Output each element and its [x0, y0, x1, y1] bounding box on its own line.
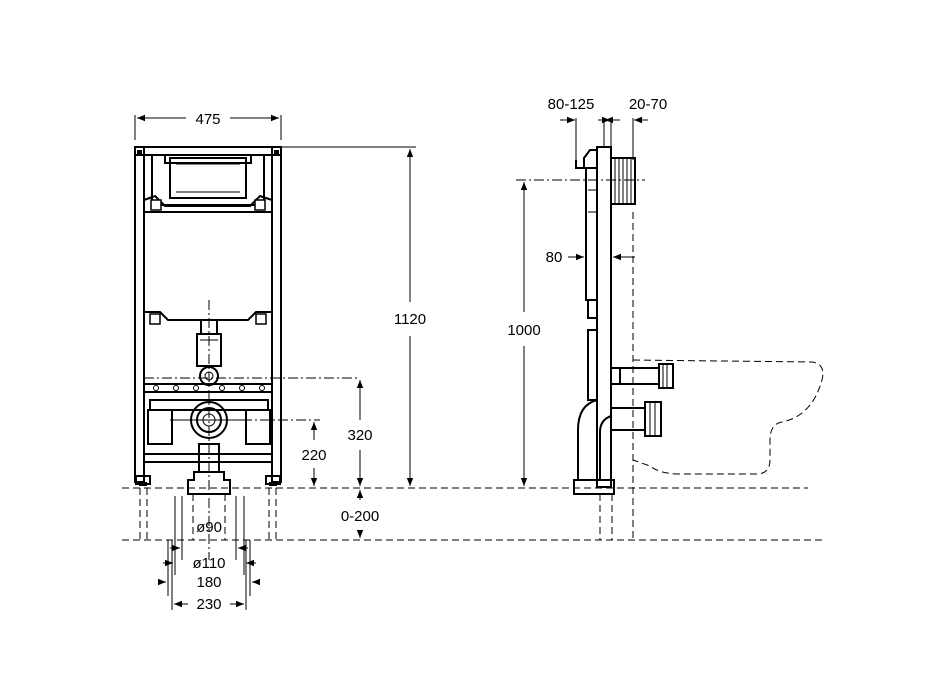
- front-view-frame: [134, 146, 282, 540]
- dimension-labels: 475 1120 320 220 0-200 ø90 ø110 180 230 …: [192, 96, 667, 613]
- front-view-dimension-lines: [137, 114, 414, 608]
- dim-width-230: 230: [196, 596, 221, 613]
- side-view-dimension-lines: [520, 116, 648, 486]
- dim-wall-20-70: 20-70: [629, 96, 667, 113]
- side-view-wall-and-pan: [632, 212, 824, 540]
- side-view-centrelines: [516, 118, 645, 181]
- dim-frame-width: 475: [195, 111, 220, 128]
- side-view-frame: [573, 146, 674, 540]
- dim-frame-height: 1120: [394, 311, 426, 328]
- dim-depth-80-125: 80-125: [548, 96, 595, 113]
- dim-floor-adjust: 0-200: [341, 508, 379, 525]
- front-view-centrelines: [134, 115, 416, 610]
- dim-diam-110: ø110: [192, 555, 225, 572]
- dim-inlet-height: 320: [347, 427, 372, 444]
- dim-width-180: 180: [196, 574, 221, 591]
- floor-lines: [122, 487, 826, 541]
- dim-cistern-depth: 80: [546, 249, 563, 266]
- dim-diam-90: ø90: [196, 519, 222, 536]
- dim-side-height: 1000: [507, 322, 540, 339]
- dim-outlet-height: 220: [301, 447, 326, 464]
